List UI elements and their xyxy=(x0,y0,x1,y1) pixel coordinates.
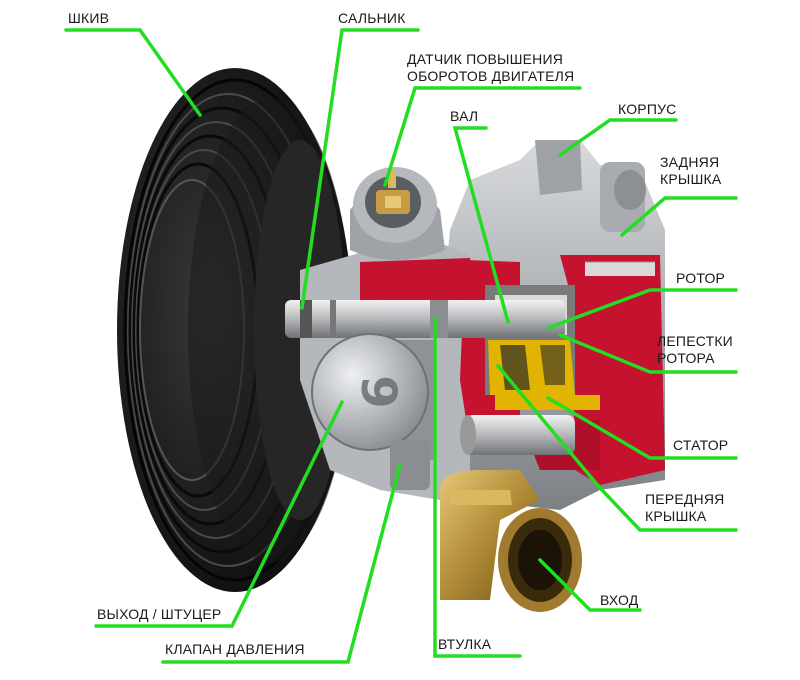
leader-inlet xyxy=(538,558,642,612)
leader-housing xyxy=(558,118,678,157)
label-rotor: РОТОР xyxy=(676,270,726,286)
leader-rotor xyxy=(546,288,738,330)
leader-pulley xyxy=(64,28,202,117)
drive-shaft xyxy=(285,300,565,338)
label-pulley: ШКИВ xyxy=(68,10,110,26)
leader-bushing xyxy=(433,316,522,658)
label-bushing: ВТУЛКА xyxy=(438,636,492,652)
label-rear-cover-line1: ЗАДНЯЯ xyxy=(660,154,720,170)
label-stator: СТАТОР xyxy=(673,437,729,453)
leader-pressure-valve xyxy=(161,463,402,664)
label-rear-cover: ЗАДНЯЯ КРЫШКА xyxy=(660,154,721,188)
leader-rear-cover xyxy=(620,196,738,237)
leader-vanes xyxy=(558,333,738,374)
label-sensor: ДАТЧИК ПОВЫШЕНИЯ ОБОРОТОВ ДВИГАТЕЛЯ xyxy=(407,51,574,85)
label-outlet: ВЫХОД / ШТУЦЕР xyxy=(97,606,222,622)
label-sensor-line1: ДАТЧИК ПОВЫШЕНИЯ xyxy=(407,51,564,67)
label-vanes-line2: РОТОРА xyxy=(657,350,715,366)
label-front-cover: ПЕРЕДНЯЯ КРЫШКА xyxy=(645,491,725,525)
leader-stator xyxy=(546,396,738,460)
label-front-cover-line2: КРЫШКА xyxy=(645,508,707,524)
leader-lines xyxy=(64,28,738,664)
pulley xyxy=(117,68,353,592)
label-shaft: ВАЛ xyxy=(450,108,479,124)
label-pressure-valve: КЛАПАН ДАВЛЕНИЯ xyxy=(165,641,305,657)
label-front-cover-line1: ПЕРЕДНЯЯ xyxy=(645,491,725,507)
leader-front-cover xyxy=(496,364,738,532)
leader-sensor xyxy=(383,86,582,187)
label-seal: САЛЬНИК xyxy=(338,10,406,26)
fitting-mark: 9 xyxy=(350,375,406,408)
label-sensor-line2: ОБОРОТОВ ДВИГАТЕЛЯ xyxy=(407,68,575,84)
speed-sensor xyxy=(350,167,445,260)
leader-seal xyxy=(300,28,420,310)
outlet-fitting: 9 xyxy=(311,333,435,490)
label-housing: КОРПУС xyxy=(618,101,677,117)
label-vanes: ЛЕПЕСТКИ РОТОРА xyxy=(657,333,733,367)
label-inlet: ВХОД xyxy=(600,592,639,608)
label-rear-cover-line2: КРЫШКА xyxy=(660,171,722,187)
label-vanes-line1: ЛЕПЕСТКИ xyxy=(657,333,733,349)
leader-shaft xyxy=(452,126,510,324)
leader-outlet xyxy=(94,400,344,628)
